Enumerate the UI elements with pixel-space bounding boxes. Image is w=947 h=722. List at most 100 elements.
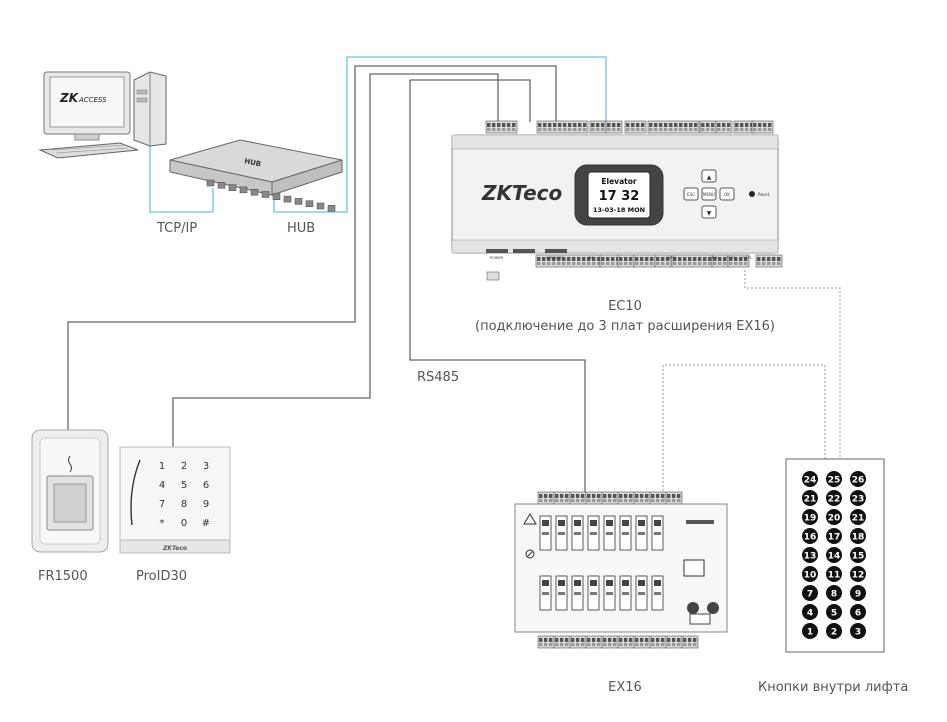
esc-button[interactable] [683, 187, 699, 201]
warning-icon [523, 513, 537, 525]
keypad-key: 9 [203, 499, 209, 510]
ec10-controller: RS-485 EXTWIEGANDIN1IN2OUT1OUT2WIEGANDIN… [451, 120, 783, 281]
ex16-label: EX16 [608, 680, 642, 695]
ex16-top-terminals [537, 491, 683, 505]
menu-button[interactable] [701, 187, 717, 201]
elevator-button[interactable] [850, 509, 866, 525]
hub-port [206, 179, 215, 187]
elevator-button[interactable] [826, 623, 842, 639]
ex16-chip [683, 559, 705, 577]
keypad-key: * [160, 518, 165, 529]
ok-button-label: OK [724, 192, 730, 197]
elevator-button[interactable] [826, 585, 842, 601]
elevator-button[interactable] [826, 471, 842, 487]
ex16-top-terminal-block [537, 491, 555, 505]
ex16-bottom-terminal-block [553, 635, 571, 649]
elevator-button[interactable] [802, 623, 818, 639]
hub-port [294, 198, 303, 205]
controller-bottom-terminals [486, 249, 783, 268]
ex16-top-terminal-block [585, 491, 603, 505]
hub-wire [273, 56, 607, 213]
controller-bottom-terminal-block [727, 254, 750, 268]
computer: ZK ACCESS [38, 71, 167, 159]
lcd-time: 17 32 [599, 189, 640, 204]
elevator-button[interactable] [850, 585, 866, 601]
keypad-key: 5 [181, 480, 187, 491]
controller-top-terminal-block [624, 120, 647, 134]
rs485-label: RS485 [417, 370, 459, 385]
elevator-button[interactable] [802, 566, 818, 582]
wires [67, 56, 841, 495]
elevator-button[interactable] [850, 490, 866, 506]
elevator-button[interactable] [802, 490, 818, 506]
ex16-bottom-terminal-block [569, 635, 587, 649]
hub-port [261, 191, 270, 198]
elevator-button[interactable] [850, 566, 866, 582]
controller-top-terminal-block [485, 120, 518, 134]
controller-bottom-slot [513, 249, 535, 253]
elevator-button[interactable] [850, 623, 866, 639]
elevator-button[interactable] [826, 490, 842, 506]
elevator-button[interactable] [826, 528, 842, 544]
ok-button[interactable] [719, 187, 735, 201]
controller-bottom-terminal-label: WIEGAND [546, 256, 563, 260]
elevator-button[interactable] [802, 528, 818, 544]
ex16-bottom-terminal-block [633, 635, 651, 649]
up-arrow-icon: ▲ [707, 174, 712, 181]
up-button[interactable] [701, 169, 717, 183]
ex16-top-terminal-block [553, 491, 571, 505]
controller-bottom-terminal-label: OUT1 [742, 256, 752, 260]
keypad-key: 8 [181, 499, 187, 510]
elevator-button-number: 4 [807, 608, 813, 618]
elevator-button-number: 25 [828, 475, 841, 485]
elevator-button-number: 23 [852, 494, 865, 504]
ex16-bottom-terminal-block [681, 635, 699, 649]
keypad-key: 3 [203, 461, 209, 472]
elevator-button[interactable] [826, 509, 842, 525]
ex16-bottom-terminal-block [585, 635, 603, 649]
elevator-button-number: 26 [852, 475, 865, 485]
hub-port [305, 200, 314, 207]
hub-port [316, 202, 325, 210]
elevator-button-number: 13 [804, 551, 817, 561]
controller-bottom-terminal-label: PW [712, 256, 718, 260]
elevator-button-number: 5 [831, 608, 837, 618]
hub-device-label: HUB [244, 157, 262, 168]
ex16-top-terminal-block [665, 491, 683, 505]
controller-top-terminals [485, 120, 774, 134]
elevator-button[interactable] [802, 604, 818, 620]
controller-bottom-terminal-label: WIEG [666, 256, 676, 260]
controller-bottom-terminal-label: IN1 [588, 256, 594, 260]
ex16-bottom-terminal-block [537, 635, 555, 649]
elevator-button[interactable] [850, 528, 866, 544]
elevator-button[interactable] [802, 509, 818, 525]
hub-port [239, 186, 248, 194]
elevator-button[interactable] [850, 604, 866, 620]
controller-bottom-slot [545, 249, 567, 253]
elevator-button[interactable] [802, 471, 818, 487]
controller-bottom-terminal-block [535, 254, 603, 268]
elevator-button[interactable] [826, 604, 842, 620]
elevator-button-number: 12 [852, 570, 865, 580]
elevator-button-number: 22 [828, 494, 841, 504]
elevator-button[interactable] [850, 547, 866, 563]
keypad-key: # [202, 518, 210, 529]
elevator-button[interactable] [850, 471, 866, 487]
reset-button[interactable] [749, 191, 755, 197]
controller-bottom-terminal-label: OUT2 [726, 256, 736, 260]
labels: TCP/IP HUB EC10 (подключение до 3 плат р… [38, 221, 908, 695]
elevator-button[interactable] [802, 547, 818, 563]
screen-logo-sub: ACCESS [78, 96, 107, 104]
proid30-body [119, 446, 231, 554]
buttons-panel-label: Кнопки внутри лифта [758, 680, 908, 695]
keypad-key: 2 [181, 461, 187, 472]
elevator-button-number: 21 [852, 513, 865, 523]
down-button[interactable] [701, 205, 717, 219]
lcd-date: 13-03-18 MON [593, 206, 645, 214]
elevator-button[interactable] [802, 585, 818, 601]
elevator-button[interactable] [826, 566, 842, 582]
ex16-top-terminal-block [569, 491, 587, 505]
elevator-button[interactable] [826, 547, 842, 563]
